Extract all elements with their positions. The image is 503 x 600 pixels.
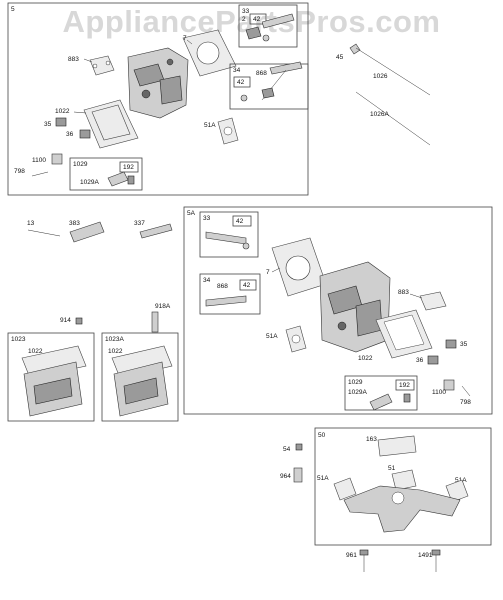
part-337[interactable]: 337 xyxy=(134,220,145,227)
part-1022-c[interactable]: 1022 xyxy=(28,348,43,355)
group-label-33-a: 33 xyxy=(242,8,250,15)
group-label-34-a: 34 xyxy=(233,67,241,74)
group-label-5: 5 xyxy=(11,6,15,13)
part-42-c[interactable]: 42 xyxy=(236,218,244,225)
group-label-33-b: 33 xyxy=(203,215,211,222)
part-1100-a[interactable]: 1100 xyxy=(32,157,46,164)
group-34-box-b xyxy=(199,273,261,315)
part-35-b[interactable]: 35 xyxy=(460,341,468,348)
group-label-192-b: 192 xyxy=(399,382,410,389)
group-1023a-box xyxy=(101,332,179,422)
part-51a-c[interactable]: 51A xyxy=(317,475,329,482)
group-1029-box-a xyxy=(69,157,143,191)
group-34-box-a xyxy=(229,63,309,110)
part-961[interactable]: 961 xyxy=(346,552,357,559)
group-label-1023a: 1023A xyxy=(105,336,124,343)
part-798-a[interactable]: 798 xyxy=(14,168,25,175)
part-163[interactable]: 163 xyxy=(366,436,377,443)
group-label-1029-b: 1029 xyxy=(348,379,363,386)
part-914[interactable]: 914 xyxy=(60,317,71,324)
part-883-a[interactable]: 883 xyxy=(68,56,79,63)
part-42-d[interactable]: 42 xyxy=(243,282,251,289)
part-1022-a[interactable]: 1022 xyxy=(55,108,70,115)
part-1026a[interactable]: 1026A xyxy=(370,111,389,118)
part-383[interactable]: 383 xyxy=(69,220,80,227)
group-5a-box xyxy=(183,206,493,415)
part-1100-b[interactable]: 1100 xyxy=(432,389,446,396)
group-33-box-a xyxy=(238,4,298,48)
part-45[interactable]: 45 xyxy=(336,54,344,61)
part-2-a[interactable]: 2 xyxy=(242,16,246,23)
part-964[interactable]: 964 xyxy=(280,473,291,480)
part-36-b[interactable]: 36 xyxy=(416,357,424,364)
part-1022-d[interactable]: 1022 xyxy=(108,348,123,355)
part-1029a-a[interactable]: 1029A xyxy=(80,179,99,186)
part-883-b[interactable]: 883 xyxy=(398,289,409,296)
group-1029-box-b xyxy=(344,375,418,411)
group-label-5a: 5A xyxy=(187,210,196,217)
part-42-a[interactable]: 42 xyxy=(253,16,261,23)
part-1026[interactable]: 1026 xyxy=(373,73,388,80)
group-50-box xyxy=(314,427,492,546)
part-51a-b[interactable]: 51A xyxy=(266,333,278,340)
group-label-34-b: 34 xyxy=(203,277,211,284)
part-1022-b[interactable]: 1022 xyxy=(358,355,373,362)
group-1023-box xyxy=(7,332,95,422)
part-918a[interactable]: 918A xyxy=(155,303,171,310)
group-33-box-b xyxy=(199,211,259,258)
part-868-b[interactable]: 868 xyxy=(217,283,228,290)
group-label-192-a: 192 xyxy=(123,164,134,171)
part-42-b[interactable]: 42 xyxy=(237,79,245,86)
part-51[interactable]: 51 xyxy=(388,465,396,472)
group-label-1023: 1023 xyxy=(11,336,26,343)
part-1029a-b[interactable]: 1029A xyxy=(348,389,367,396)
part-54[interactable]: 54 xyxy=(283,446,291,453)
part-35-a[interactable]: 35 xyxy=(44,121,52,128)
group-label-50: 50 xyxy=(318,432,326,439)
part-7-b[interactable]: 7 xyxy=(266,269,270,276)
intake-manifold-shape xyxy=(343,485,461,533)
part-7-a[interactable]: 7 xyxy=(183,35,187,42)
part-868-a[interactable]: 868 xyxy=(256,70,267,77)
part-1491[interactable]: 1491 xyxy=(418,552,433,559)
part-798-b[interactable]: 798 xyxy=(460,399,471,406)
group-label-1029-a: 1029 xyxy=(73,161,88,168)
part-51a-a[interactable]: 51A xyxy=(204,122,216,129)
part-13[interactable]: 13 xyxy=(27,220,35,227)
part-36-a[interactable]: 36 xyxy=(66,131,74,138)
